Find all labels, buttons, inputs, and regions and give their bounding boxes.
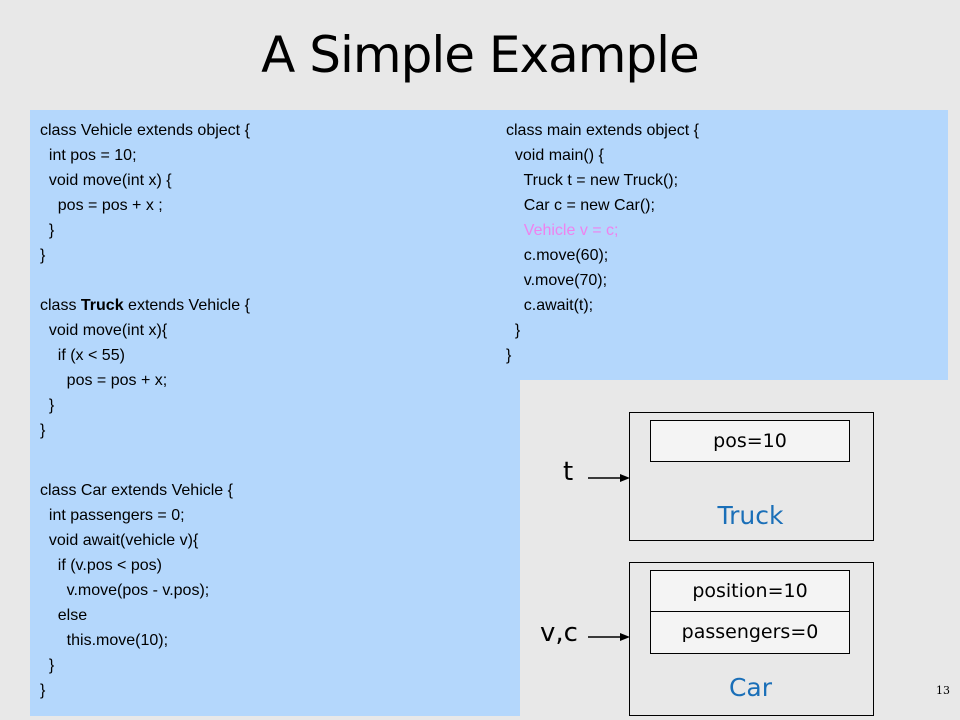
code-line: } xyxy=(506,347,512,364)
code-line: v.move(pos - v.pos); xyxy=(40,582,210,599)
code-line: void await(vehicle v){ xyxy=(40,532,199,549)
truck-class-name: Truck xyxy=(80,297,124,314)
code-line: void move(int x){ xyxy=(40,322,168,339)
code-line: pos = pos + x ; xyxy=(40,197,163,214)
truck-object-label: Truck xyxy=(717,501,784,530)
code-line: void main() { xyxy=(506,147,604,164)
code-line: } xyxy=(506,322,521,339)
code-line: void move(int x) { xyxy=(40,172,172,189)
code-line: c.await(t); xyxy=(506,297,594,314)
code-line: if (v.pos < pos) xyxy=(40,557,162,574)
code-line: if (x < 55) xyxy=(40,347,125,364)
code-text: extends Vehicle { xyxy=(123,297,250,314)
code-line: } xyxy=(40,222,55,239)
code-line-truck-class: class Truck extends Vehicle { xyxy=(40,293,250,318)
code-line: int pos = 10; xyxy=(40,147,137,164)
arrow-t-to-truck xyxy=(588,474,630,482)
code-line: class main extends object { xyxy=(506,122,699,139)
code-text: class xyxy=(40,297,81,314)
code-line: } xyxy=(40,657,55,674)
car-position-field: position=10 xyxy=(650,570,850,612)
code-line: this.move(10); xyxy=(40,632,169,649)
code-line: } xyxy=(40,422,46,439)
code-line: v.move(70); xyxy=(506,272,608,289)
code-line: } xyxy=(40,397,55,414)
code-line: } xyxy=(40,682,46,699)
code-line: Car c = new Car(); xyxy=(506,197,655,214)
code-line: else xyxy=(40,607,88,624)
code-line: class Vehicle extends object { xyxy=(40,122,250,139)
code-line: int passengers = 0; xyxy=(40,507,185,524)
code-line: c.move(60); xyxy=(506,247,609,264)
code-panel-right xyxy=(496,110,948,380)
code-panel-left xyxy=(30,110,520,716)
slide-title: A Simple Example xyxy=(261,26,700,84)
code-line: } xyxy=(40,247,46,264)
variable-t-label: t xyxy=(563,457,574,487)
variable-vc-label: v,c xyxy=(540,618,578,648)
code-line: Truck t = new Truck(); xyxy=(506,172,679,189)
arrow-vc-to-car xyxy=(588,633,630,641)
page-number: 13 xyxy=(936,684,950,697)
code-line: class Car extends Vehicle { xyxy=(40,482,233,499)
truck-pos-field: pos=10 xyxy=(650,420,850,462)
code-line-highlighted: Vehicle v = c; xyxy=(506,222,619,239)
car-object-label: Car xyxy=(728,673,773,702)
car-passengers-field: passengers=0 xyxy=(650,611,850,654)
code-line: pos = pos + x; xyxy=(40,372,168,389)
